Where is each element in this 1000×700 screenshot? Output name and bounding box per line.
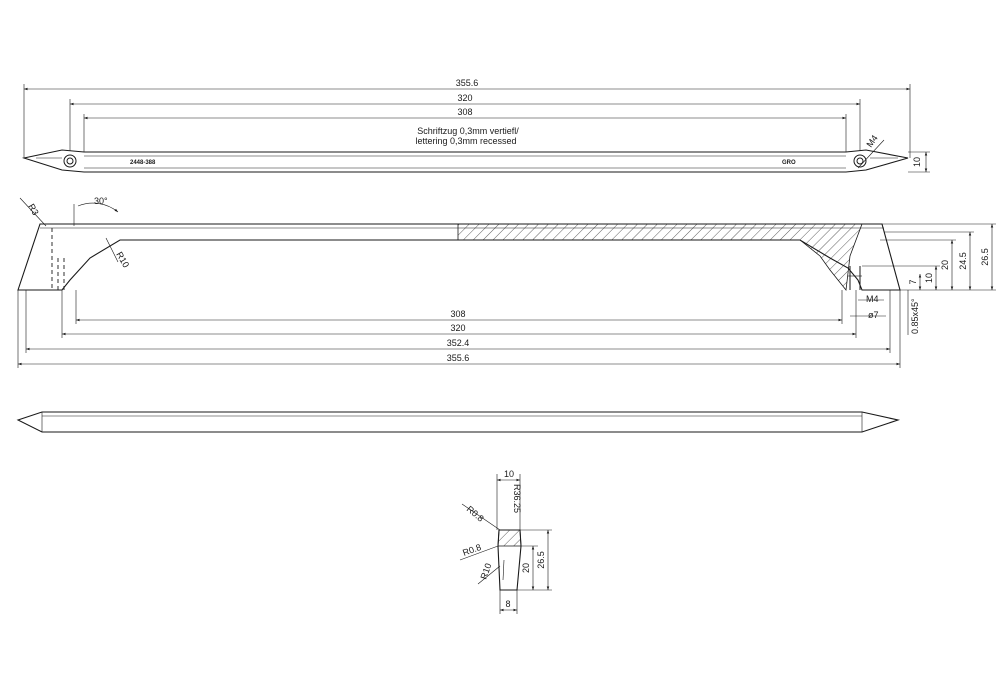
dim-inner-label: 308 bbox=[457, 107, 472, 117]
dim-height-label: 10 bbox=[912, 157, 922, 167]
thread-leader bbox=[857, 139, 885, 169]
bottom-view bbox=[16, 411, 901, 433]
part-number-engraving: 2448-388 bbox=[130, 160, 156, 166]
dim-h2-label: 24.5 bbox=[958, 252, 968, 270]
dim-overall-label: 355.6 bbox=[456, 78, 479, 88]
dim-top-width-label: 10 bbox=[504, 469, 514, 479]
top-view: 355.6 320 308 Schriftzug 0,3mm vertiefl/… bbox=[21, 78, 930, 173]
handle-side-outline bbox=[17, 223, 901, 291]
lettering-note-en: lettering 0,3mm recessed bbox=[415, 136, 516, 146]
dim-h5-label: 7 bbox=[908, 279, 918, 284]
radius-large-label: R36.25 bbox=[512, 484, 522, 513]
angle-label: 30° bbox=[94, 196, 108, 206]
radius-small-a-label: R0.8 bbox=[465, 504, 486, 524]
section-profile-detail bbox=[502, 559, 505, 581]
dim-holes-label: 320 bbox=[450, 323, 465, 333]
dim-h1-label: 26.5 bbox=[980, 248, 990, 266]
radius-leader bbox=[461, 503, 501, 531]
dim-total-height-label: 26.5 bbox=[536, 551, 546, 569]
handle-bottom-outline bbox=[16, 411, 901, 433]
mounting-hole-left-inner bbox=[66, 157, 74, 165]
thread-label-side: M4 bbox=[866, 294, 879, 304]
brand-engraving: GRO bbox=[782, 160, 796, 166]
bore-label: ø7 bbox=[868, 310, 879, 320]
radius-leader bbox=[105, 237, 119, 263]
dim-inner-label: 308 bbox=[450, 309, 465, 319]
angle-arc bbox=[77, 202, 119, 213]
dim-holes-label: 320 bbox=[457, 93, 472, 103]
dim-overall-label: 355.6 bbox=[447, 353, 470, 363]
dim-grip-height-label: 20 bbox=[521, 563, 531, 573]
section-view: 10 R36.25 R0.8 R0.8 R10 26.5 20 8 bbox=[459, 469, 552, 614]
radius-leader bbox=[459, 545, 499, 561]
section-hatch bbox=[457, 223, 863, 291]
dim-bottom-width-label: 8 bbox=[505, 599, 510, 609]
radius-leader bbox=[19, 197, 47, 227]
side-view: R3 30° R10 308 320 352.4 355.6 M4 ø7 0.8… bbox=[17, 196, 996, 368]
radius-end-label: R3 bbox=[26, 202, 40, 217]
radius-side-label: R10 bbox=[478, 562, 493, 581]
lettering-note-de: Schriftzug 0,3mm vertiefl/ bbox=[417, 126, 519, 136]
radius-leader bbox=[477, 565, 501, 585]
dim-mid-label: 352.4 bbox=[447, 338, 470, 348]
chamfer-label: 0.85x45° bbox=[910, 298, 920, 334]
section-profile-hatch bbox=[497, 529, 522, 547]
mounting-hole-right bbox=[853, 154, 867, 168]
mounting-hole-right-inner bbox=[856, 157, 864, 165]
dim-h3-label: 20 bbox=[940, 260, 950, 270]
mounting-hole-left bbox=[63, 154, 77, 168]
handle-top-outline bbox=[21, 149, 909, 173]
dim-h4-label: 10 bbox=[924, 273, 934, 283]
